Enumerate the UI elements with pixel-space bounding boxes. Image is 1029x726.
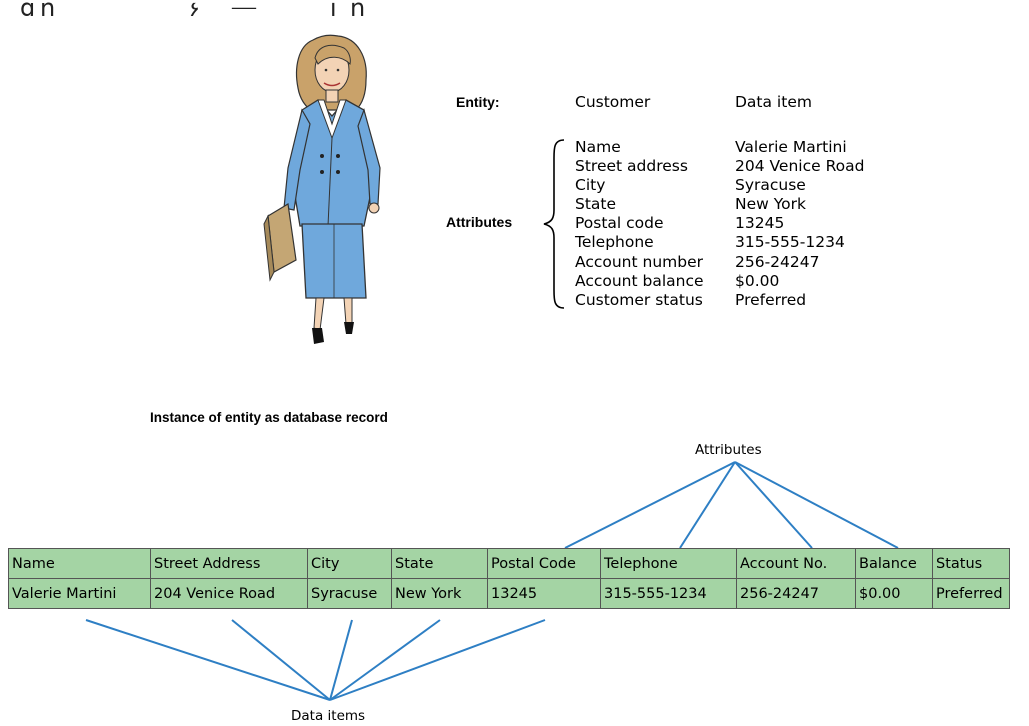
data-cell: Valerie Martini xyxy=(8,578,151,609)
attributes-connector xyxy=(679,461,736,549)
data-cell: 315-555-1234 xyxy=(600,578,737,609)
attribute-name: Name xyxy=(575,138,621,156)
data-items-connector xyxy=(329,619,546,701)
attribute-name: Account balance xyxy=(575,271,704,290)
header-cell: City xyxy=(307,548,392,579)
attribute-name: Account number xyxy=(575,252,704,271)
attribute-value: 204 Venice Road xyxy=(735,157,865,176)
attribute-name: Postal code xyxy=(575,214,664,233)
header-cell: State xyxy=(391,548,488,579)
attributes-callout: Attributes xyxy=(695,442,762,458)
attribute-value: Preferred xyxy=(735,290,807,309)
attribute-name: State xyxy=(575,195,617,214)
header-row: Name Street Address City State Postal Co… xyxy=(8,548,1010,579)
attribute-name: Customer status xyxy=(575,290,703,309)
attributes-connector xyxy=(564,461,736,549)
entity-label: Entity: xyxy=(456,94,500,110)
record-table: Name Street Address City State Postal Co… xyxy=(8,548,1010,609)
attribute-value: 256-24247 xyxy=(735,252,820,271)
header-cell: Account No. xyxy=(736,548,856,579)
attribute-name: Telephone xyxy=(575,233,654,252)
data-item-header: Data item xyxy=(735,93,812,111)
data-items-connector xyxy=(329,619,353,701)
data-items-connector xyxy=(329,619,441,701)
data-cell: Preferred xyxy=(932,578,1010,609)
attribute-value: $0.00 xyxy=(735,271,780,290)
data-cell: New York xyxy=(391,578,488,609)
attribute-value: 315-555-1234 xyxy=(735,233,845,252)
data-items-callout: Data items xyxy=(291,708,366,724)
attribute-value: New York xyxy=(735,195,806,214)
attributes-connector xyxy=(734,461,899,549)
header-cell: Status xyxy=(932,548,1010,579)
header-cell: Postal Code xyxy=(487,548,601,579)
attribute-value: Syracuse xyxy=(735,176,806,195)
data-cell: $0.00 xyxy=(855,578,933,609)
attribute-name: Street address xyxy=(575,157,688,176)
attribute-name: City xyxy=(575,176,606,195)
table-row: Valerie Martini 204 Venice Road Syracuse… xyxy=(8,578,1010,609)
attributes-label: Attributes xyxy=(446,214,513,230)
customer-illustration xyxy=(263,34,381,344)
attribute-value: Valerie Martini xyxy=(735,138,847,156)
data-cell: 13245 xyxy=(487,578,601,609)
attributes-connector xyxy=(734,461,813,549)
entity-name: Customer xyxy=(575,93,651,111)
header-cell: Balance xyxy=(855,548,933,579)
data-cell: Syracuse xyxy=(307,578,392,609)
data-items-connector xyxy=(231,619,331,701)
data-cell: 204 Venice Road xyxy=(150,578,308,609)
record-title: Instance of entity as database record xyxy=(150,410,388,425)
data-cell: 256-24247 xyxy=(736,578,856,609)
header-cell: Name xyxy=(8,548,151,579)
data-items-connector xyxy=(85,619,331,701)
header-cell: Street Address xyxy=(150,548,308,579)
curly-brace-icon xyxy=(543,139,565,309)
attribute-value: 13245 xyxy=(735,214,785,233)
header-cell: Telephone xyxy=(600,548,737,579)
